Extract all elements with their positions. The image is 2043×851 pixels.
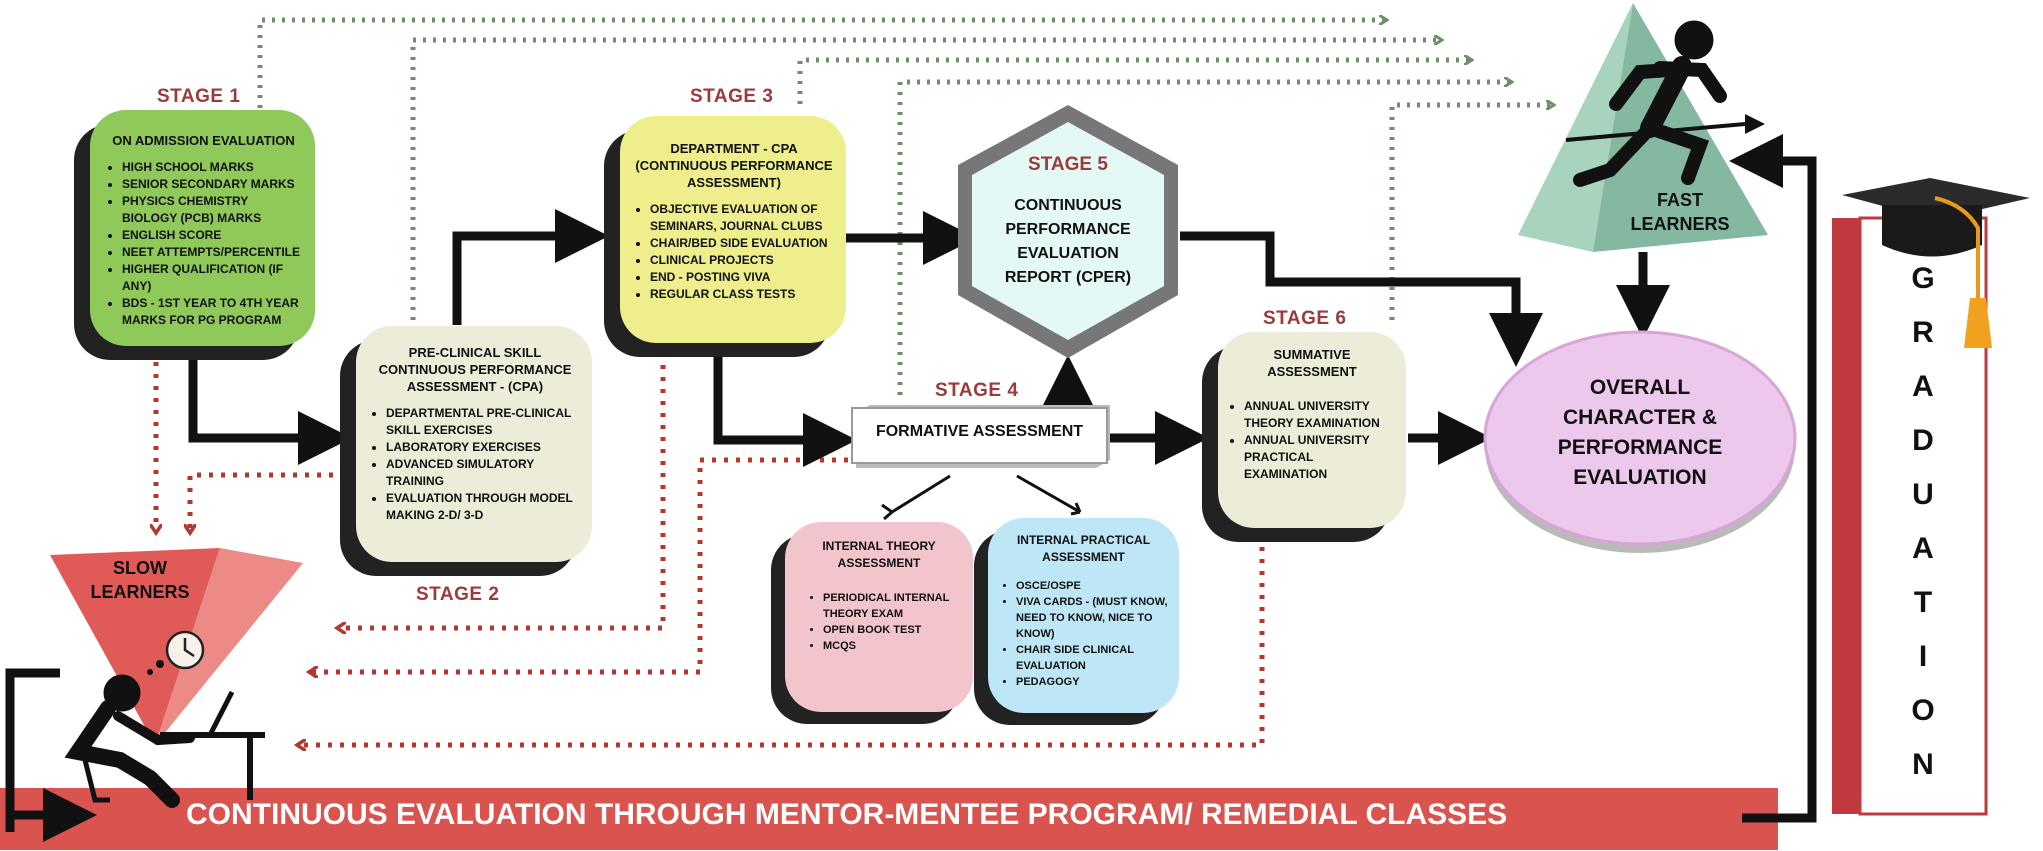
internal-theory-list: PERIODICAL INTERNAL THEORY EXAM OPEN BOO… [795, 590, 963, 654]
list-item: CHAIR/BED SIDE EVALUATION [650, 235, 836, 252]
list-item: OPEN BOOK TEST [823, 622, 963, 638]
branch-arrows [881, 474, 1082, 521]
stage3-label: STAGE 3 [690, 86, 774, 107]
stage1-title: ON ADMISSION EVALUATION [112, 133, 295, 148]
graduation-letter: R [1912, 316, 1934, 349]
stage1-label: STAGE 1 [157, 86, 241, 107]
list-item: BDS - 1ST YEAR TO 4TH YEAR MARKS FOR PG … [122, 295, 303, 329]
internal-theory-title: INTERNAL THEORY ASSESSMENT [822, 539, 936, 570]
stage6-title: SUMMATIVE ASSESSMENT [1267, 347, 1357, 379]
internal-practical-list: OSCE/OSPE VIVA CARDS - (MUST KNOW, NEED … [996, 578, 1171, 690]
graduation-letter: O [1911, 694, 1935, 727]
list-item: CHAIR SIDE CLINICAL EVALUATION [1016, 642, 1171, 674]
graduation-letter: U [1912, 478, 1934, 511]
internal-theory-box: INTERNAL THEORY ASSESSMENT PERIODICAL IN… [785, 522, 973, 712]
slow-learners-title: SLOW LEARNERS [90, 558, 190, 602]
green-dotted-lines [257, 20, 1552, 395]
footer-band [0, 788, 1778, 850]
stage3-box: DEPARTMENT - CPA (CONTINUOUS PERFORMANCE… [620, 116, 846, 343]
list-item: END - POSTING VIVA [650, 269, 836, 286]
graduation-letter: N [1912, 748, 1934, 781]
list-item: SENIOR SECONDARY MARKS [122, 176, 303, 193]
stage5-title: CONTINUOUS PERFORMANCE EVALUATION REPORT… [1004, 197, 1132, 286]
stage1-list: HIGH SCHOOL MARKS SENIOR SECONDARY MARKS… [104, 159, 303, 329]
graduation-bar-side [1832, 218, 1860, 814]
list-item: NEET ATTEMPTS/PERCENTILE [122, 244, 303, 261]
red-dotted-lines [156, 362, 1265, 745]
stage2-box: PRE-CLINICAL SKILL CONTINUOUS PERFORMANC… [356, 326, 592, 562]
stage6-box: SUMMATIVE ASSESSMENT ANNUAL UNIVERSITY T… [1218, 332, 1406, 528]
list-item: HIGH SCHOOL MARKS [122, 159, 303, 176]
list-item: REGULAR CLASS TESTS [650, 286, 836, 303]
list-item: MCQS [823, 638, 963, 654]
stage3-title: DEPARTMENT - CPA (CONTINUOUS PERFORMANCE… [635, 141, 833, 190]
list-item: PEDAGOGY [1016, 674, 1171, 690]
stage4-label: STAGE 4 [935, 380, 1019, 401]
footer-text: CONTINUOUS EVALUATION THROUGH MENTOR-MEN… [186, 798, 1508, 831]
fast-learners-title: FAST LEARNERS [1630, 190, 1730, 234]
list-item: ANNUAL UNIVERSITY PRACTICAL EXAMINATION [1244, 432, 1398, 483]
graduation-letter: G [1911, 262, 1935, 295]
list-item: ENGLISH SCORE [122, 227, 303, 244]
stage4-title: FORMATIVE ASSESSMENT [875, 423, 1084, 440]
graduation-letter: I [1918, 640, 1928, 673]
list-item: OBJECTIVE EVALUATION OF SEMINARS, JOURNA… [650, 201, 836, 235]
stage3-list: OBJECTIVE EVALUATION OF SEMINARS, JOURNA… [632, 201, 836, 303]
graduation-letter: A [1912, 532, 1934, 565]
black-flow-arrows [5, 134, 1817, 842]
internal-practical-title: INTERNAL PRACTICAL ASSESSMENT [1016, 533, 1151, 564]
list-item: OSCE/OSPE [1016, 578, 1171, 594]
list-item: PERIODICAL INTERNAL THEORY EXAM [823, 590, 963, 622]
graduation-letter: T [1913, 586, 1933, 619]
list-item: ADVANCED SIMULATORY TRAINING [386, 456, 582, 490]
list-item: PHYSICS CHEMISTRY BIOLOGY (PCB) MARKS [122, 193, 303, 227]
list-item: HIGHER QUALIFICATION (IF ANY) [122, 261, 303, 295]
stage2-label: STAGE 2 [416, 584, 500, 605]
formative-box [851, 407, 1108, 464]
list-item: ANNUAL UNIVERSITY THEORY EXAMINATION [1244, 398, 1398, 432]
stage5-hex-inner [972, 122, 1164, 340]
stage6-list: ANNUAL UNIVERSITY THEORY EXAMINATION ANN… [1226, 398, 1398, 483]
stage1-box: ON ADMISSION EVALUATION HIGH SCHOOL MARK… [90, 110, 315, 346]
list-item: EVALUATION THROUGH MODEL MAKING 2-D/ 3-D [386, 490, 582, 524]
internal-practical-box: INTERNAL PRACTICAL ASSESSMENT OSCE/OSPE … [988, 518, 1179, 713]
stage2-title: PRE-CLINICAL SKILL CONTINUOUS PERFORMANC… [378, 345, 572, 394]
graduation-letter: D [1912, 424, 1934, 457]
overall-ellipse [1483, 330, 1797, 546]
stage2-list: DEPARTMENTAL PRE-CLINICAL SKILL EXERCISE… [368, 405, 582, 524]
slow-learners-cone [50, 548, 303, 745]
overall-title: OVERALL CHARACTER & PERFORMANCE EVALUATI… [1557, 376, 1723, 489]
graduation-letter: A [1912, 370, 1934, 403]
stage5-label: STAGE 5 [1028, 154, 1108, 175]
list-item: VIVA CARDS - (MUST KNOW, NEED TO KNOW, N… [1016, 594, 1171, 642]
stage6-label: STAGE 6 [1263, 308, 1347, 329]
list-item: LABORATORY EXERCISES [386, 439, 582, 456]
list-item: DEPARTMENTAL PRE-CLINICAL SKILL EXERCISE… [386, 405, 582, 439]
list-item: CLINICAL PROJECTS [650, 252, 836, 269]
